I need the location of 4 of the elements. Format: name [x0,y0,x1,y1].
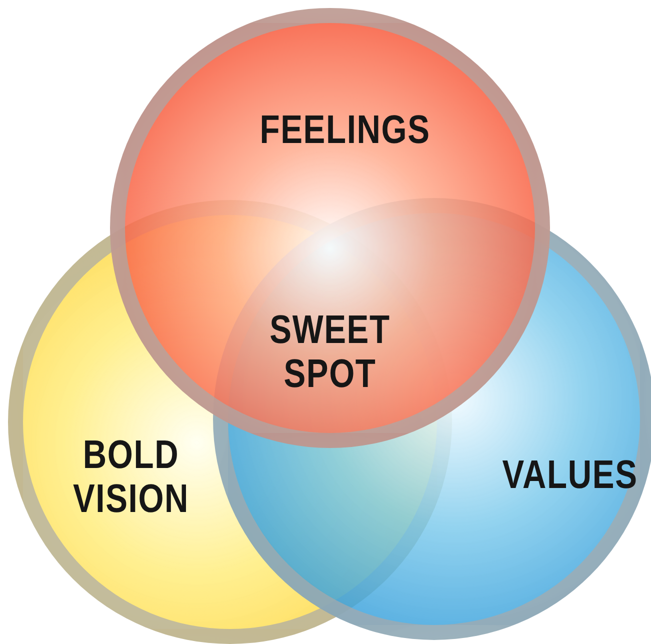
circle-label: BOLD VISION [72,433,190,521]
circle-label: VALUES [501,453,639,497]
overlap-label: SWEET SPOT [256,308,404,396]
circle-label: FEELINGS [258,108,432,152]
